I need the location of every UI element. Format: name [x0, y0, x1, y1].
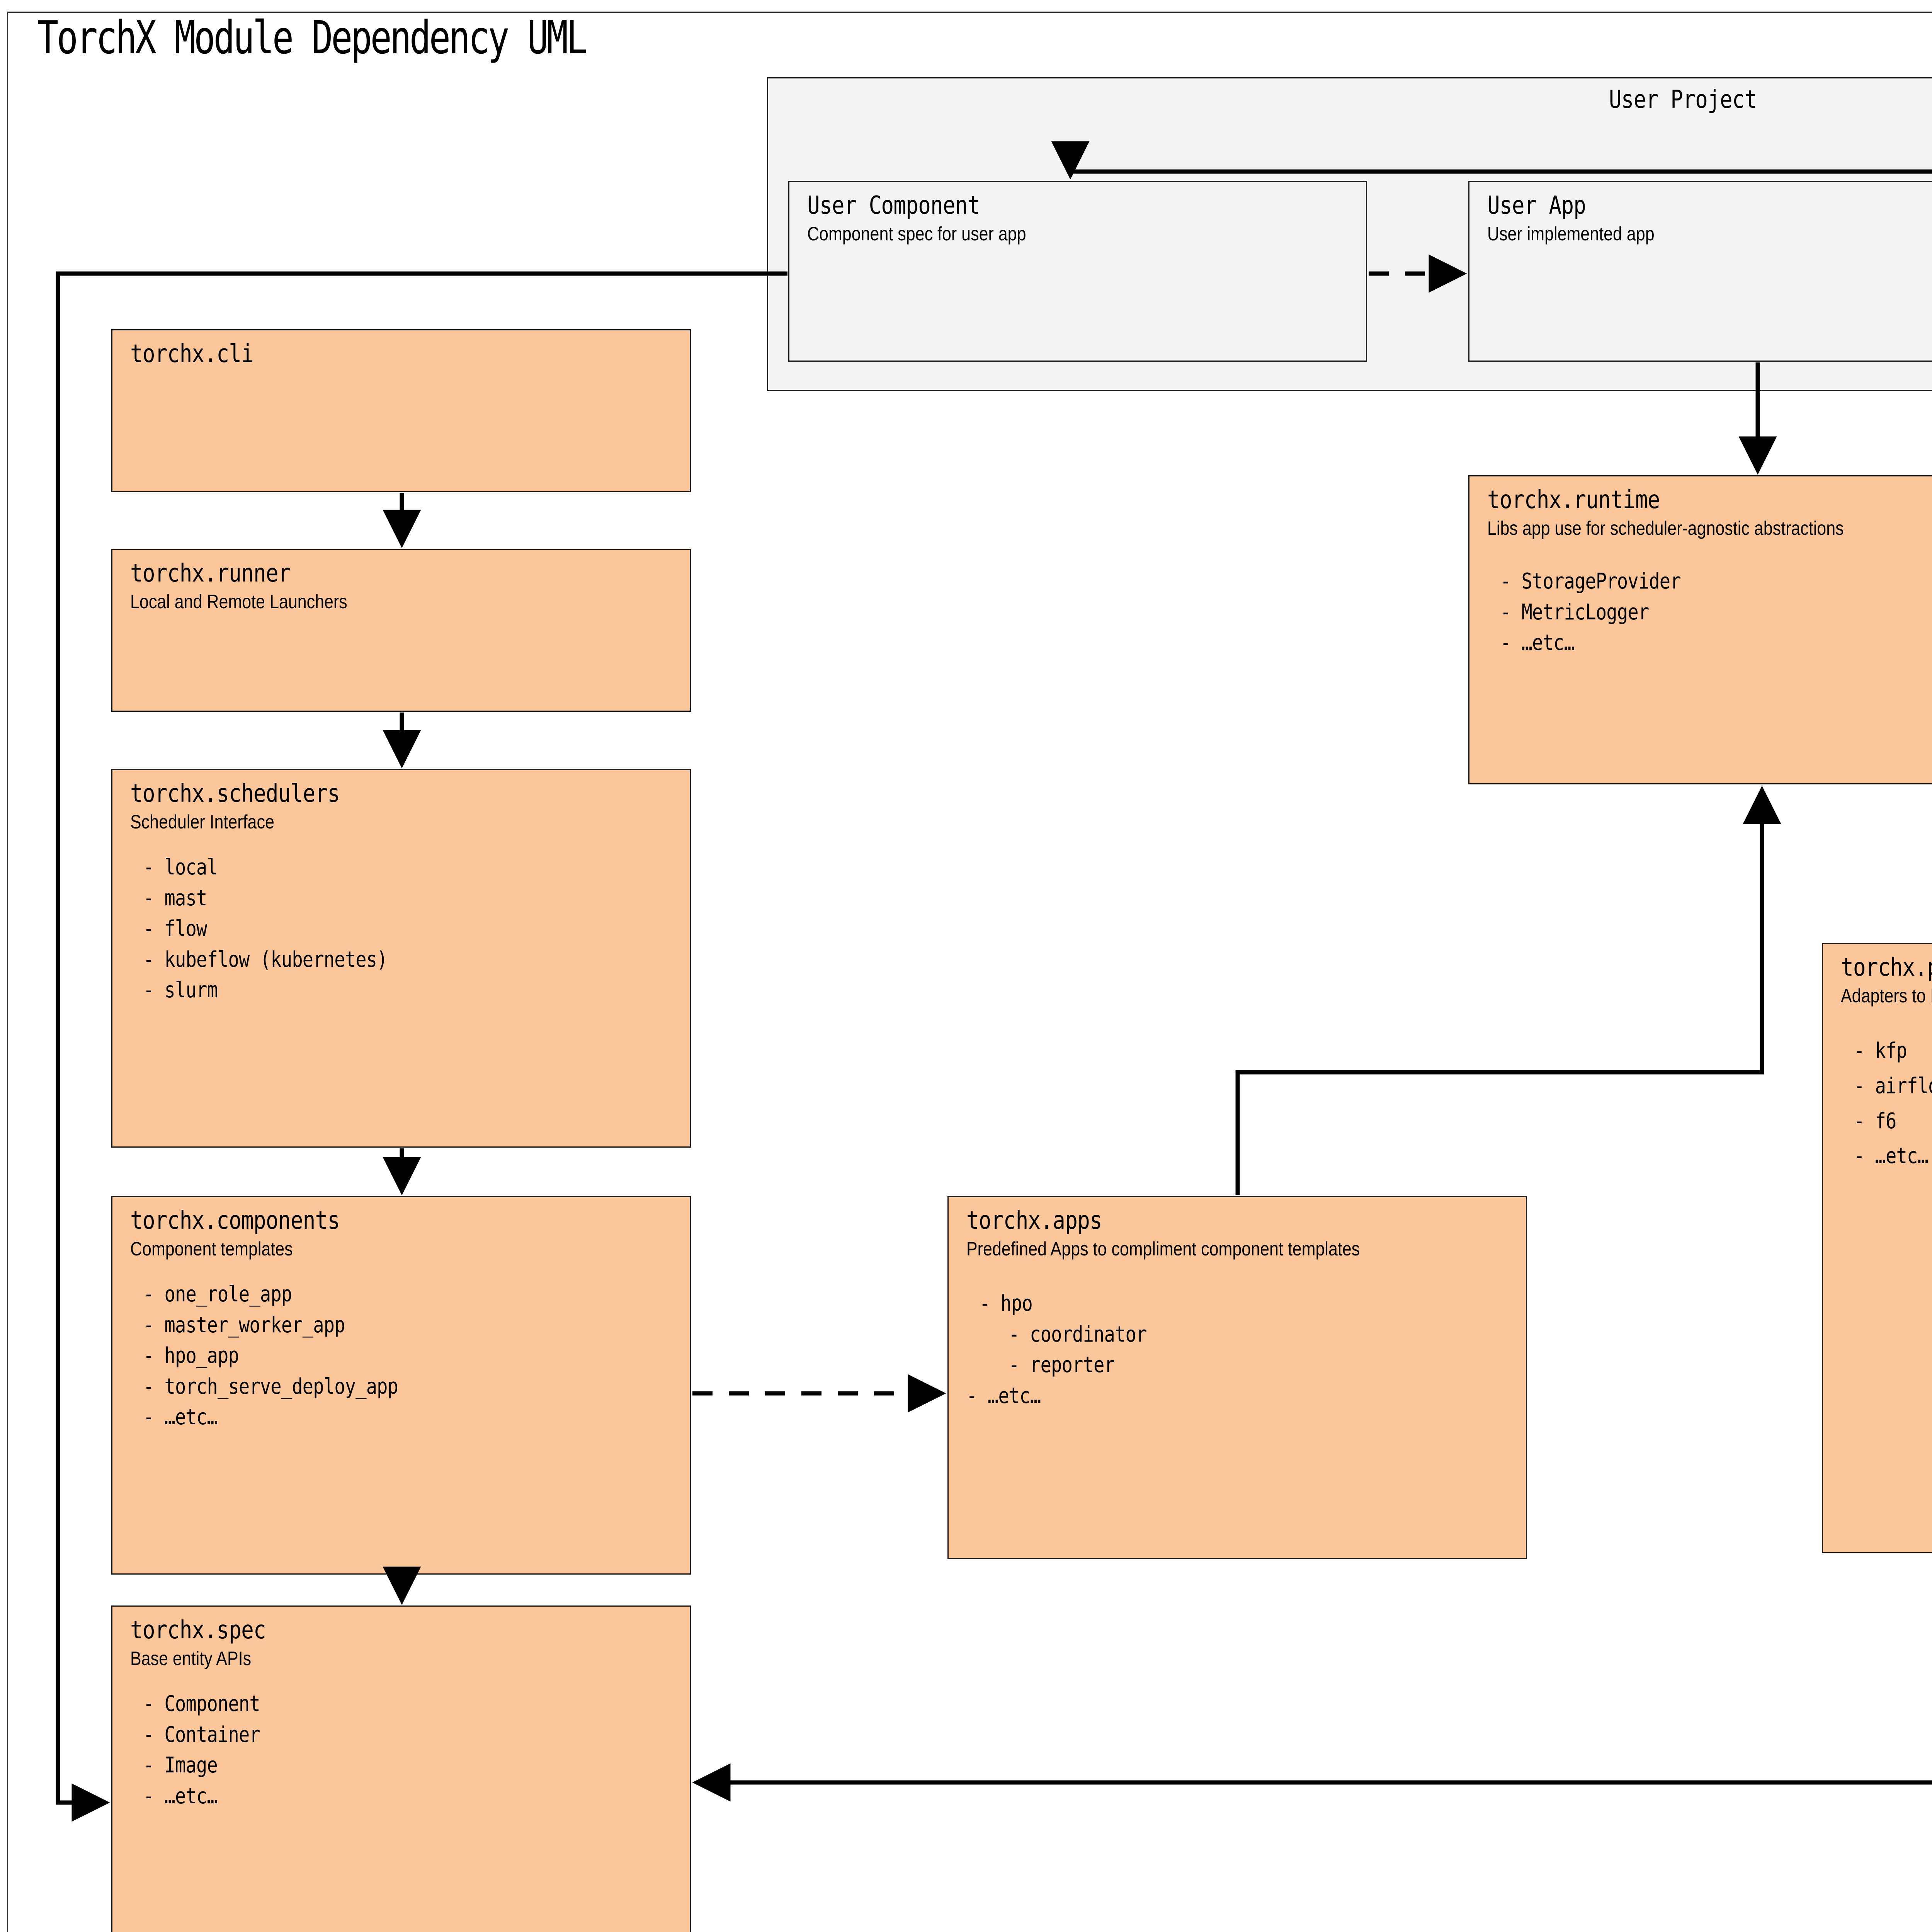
node-name: User Component [807, 191, 980, 220]
node-name: torchx.components [130, 1206, 340, 1235]
list-item: - torch_serve_deploy_app [143, 1374, 398, 1399]
node-desc: Base entity APIs [130, 1648, 252, 1670]
list-item: - StorageProvider [1500, 569, 1681, 594]
node-name: torchx.apps [966, 1206, 1102, 1235]
list-item: - …etc… [966, 1383, 1041, 1408]
node-desc: Predefined Apps to compliment component … [966, 1238, 1360, 1260]
node-desc: Scheduler Interface [130, 811, 274, 833]
node-desc: Component spec for user app [807, 223, 1026, 245]
node-items: - one_role_app - master_worker_app - hpo… [130, 1279, 589, 1433]
list-item: - …etc… [143, 1783, 218, 1809]
node-name: torchx.spec [130, 1616, 266, 1645]
node-name: torchx.cli [130, 340, 254, 368]
node-torchx-runner[interactable]: torchx.runner Local and Remote Launchers [111, 549, 691, 712]
list-item: - Container [143, 1722, 260, 1747]
node-torchx-apps[interactable]: torchx.apps Predefined Apps to complimen… [947, 1196, 1527, 1559]
node-desc: Libs app use for scheduler-agnostic abst… [1487, 517, 1844, 539]
node-torchx-spec[interactable]: torchx.spec Base entity APIs - Component… [111, 1605, 691, 1932]
list-item: - …etc… [143, 1405, 218, 1430]
node-items: - local - mast - flow - kubeflow (kubern… [130, 852, 589, 1006]
node-desc: Component templates [130, 1238, 293, 1260]
page-title: TorchX Module Dependency UML [37, 11, 588, 64]
list-item: - …etc… [1854, 1143, 1929, 1169]
node-name: torchx.runtime [1487, 486, 1660, 514]
node-desc: Adapters to Pipeline Platforms [1841, 985, 1932, 1007]
list-item: - local [143, 855, 218, 880]
node-name: User App [1487, 191, 1586, 220]
node-torchx-cli[interactable]: torchx.cli [111, 329, 691, 492]
group-title: User Project [1609, 85, 1757, 114]
list-item: - one_role_app [143, 1282, 293, 1307]
node-items: - Component - Container - Image - …etc… [130, 1689, 589, 1811]
node-user-app[interactable]: User App User implemented app [1468, 181, 1932, 362]
list-item: - hpo_app [143, 1343, 239, 1369]
list-item: - Component [143, 1691, 260, 1717]
list-item: - f6 [1854, 1108, 1897, 1134]
node-torchx-components[interactable]: torchx.components Component templates - … [111, 1196, 691, 1575]
list-item: - mast [143, 885, 207, 911]
node-torchx-runtime[interactable]: torchx.runtime Libs app use for schedule… [1468, 475, 1932, 784]
node-name: torchx.runner [130, 559, 291, 588]
node-items: - StorageProvider - MetricLogger - …etc… [1487, 566, 1932, 658]
list-item: - …etc… [1500, 630, 1575, 656]
node-name: torchx.schedulers [130, 779, 340, 808]
list-item: - coordinator [1009, 1321, 1147, 1347]
list-item: - airflow [1854, 1073, 1932, 1099]
node-user-component[interactable]: User Component Component spec for user a… [788, 181, 1367, 362]
node-name: torchx.pipelines [1841, 953, 1932, 982]
list-item: - reporter [1009, 1352, 1115, 1378]
node-torchx-schedulers[interactable]: torchx.schedulers Scheduler Interface - … [111, 769, 691, 1148]
node-items: - kfp - airflow - f6 - …etc… [1841, 1034, 1932, 1174]
list-item: - hpo [979, 1291, 1033, 1316]
list-item: - kfp [1854, 1038, 1907, 1064]
list-item: - kubeflow (kubernetes) [143, 947, 388, 972]
list-item: - master_worker_app [143, 1312, 345, 1338]
node-desc: Local and Remote Launchers [130, 591, 347, 613]
node-desc: User implemented app [1487, 223, 1655, 245]
list-item: - Image [143, 1753, 218, 1778]
list-item: - flow [143, 916, 207, 942]
list-item: - slurm [143, 978, 218, 1003]
list-item: - MetricLogger [1500, 599, 1650, 625]
node-torchx-pipelines[interactable]: torchx.pipelines Adapters to Pipeline Pl… [1822, 943, 1932, 1553]
node-items: - hpo - coordinator - reporter - …etc… [966, 1288, 1425, 1411]
